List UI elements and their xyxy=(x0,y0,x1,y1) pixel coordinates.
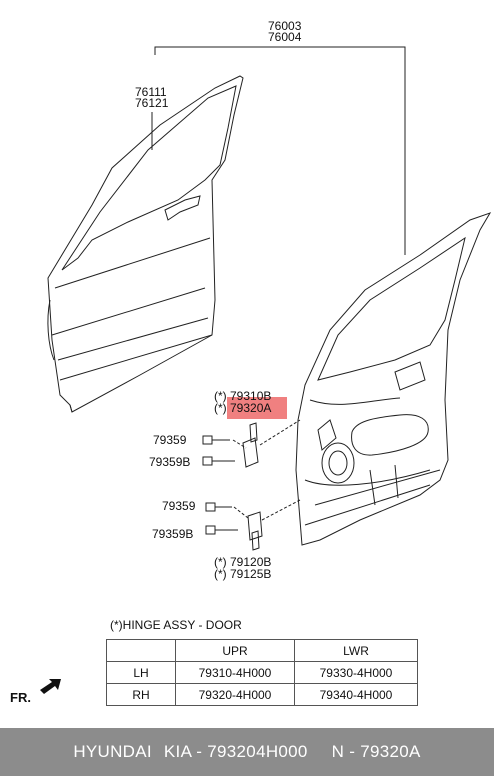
footer-banner: HYUNDAI KIA - 793204H000 N - 79320A xyxy=(0,728,494,776)
label-76111: 76111 xyxy=(135,85,167,99)
table-cell-side: RH xyxy=(106,683,176,706)
label-76003: 76003 xyxy=(268,19,302,33)
leader-76003 xyxy=(154,46,406,255)
direction-label: FR. xyxy=(10,690,31,705)
table-cell-lwr: 79330-4H000 xyxy=(294,661,418,684)
outer-door-panel xyxy=(47,75,244,413)
table-row: RH 79320-4H000 79340-4H000 xyxy=(106,683,418,706)
footer-make: KIA - 793204H000 xyxy=(163,742,308,761)
label-76004: 76004 xyxy=(268,30,302,44)
lower-hinge-assembly xyxy=(205,499,301,551)
label-79120b: (*) 79120B xyxy=(214,555,272,569)
label-79320a: (*) 79320A xyxy=(214,401,272,415)
highlight-callout xyxy=(227,397,287,419)
inner-door-frame xyxy=(295,212,492,546)
table-cell-side: LH xyxy=(106,661,176,684)
label-79310b: (*) 79310B xyxy=(214,389,272,403)
label-79359b-upper: 79359B xyxy=(149,455,191,469)
label-76121: 76121 xyxy=(135,96,169,110)
label-79359b-lower: 79359B xyxy=(152,527,194,541)
label-79125b: (*) 79125B xyxy=(214,567,272,581)
table-cell-lwr: 79340-4H000 xyxy=(294,683,418,706)
hinge-table-caption: (*)HINGE ASSY - DOOR xyxy=(110,618,242,632)
table-header-cell: LWR xyxy=(294,639,418,662)
hinge-assy-table: UPR LWR LH 79310-4H000 79330-4H000 RH 79… xyxy=(106,639,418,706)
table-header-cell xyxy=(106,639,176,662)
label-79359-upper: 79359 xyxy=(153,433,187,447)
table-header-cell: UPR xyxy=(175,639,295,662)
table-row: LH 79310-4H000 79330-4H000 xyxy=(106,661,418,684)
footer-brand: HYUNDAI xyxy=(73,742,152,761)
table-header-row: UPR LWR xyxy=(106,639,418,662)
table-cell-upr: 79320-4H000 xyxy=(175,683,295,706)
label-79359-lower: 79359 xyxy=(162,499,196,513)
upper-hinge-assembly xyxy=(202,419,301,468)
direction-arrow-icon xyxy=(40,679,61,694)
table-cell-upr: 79310-4H000 xyxy=(175,661,295,684)
footer-ref: N - 79320A xyxy=(331,742,421,761)
